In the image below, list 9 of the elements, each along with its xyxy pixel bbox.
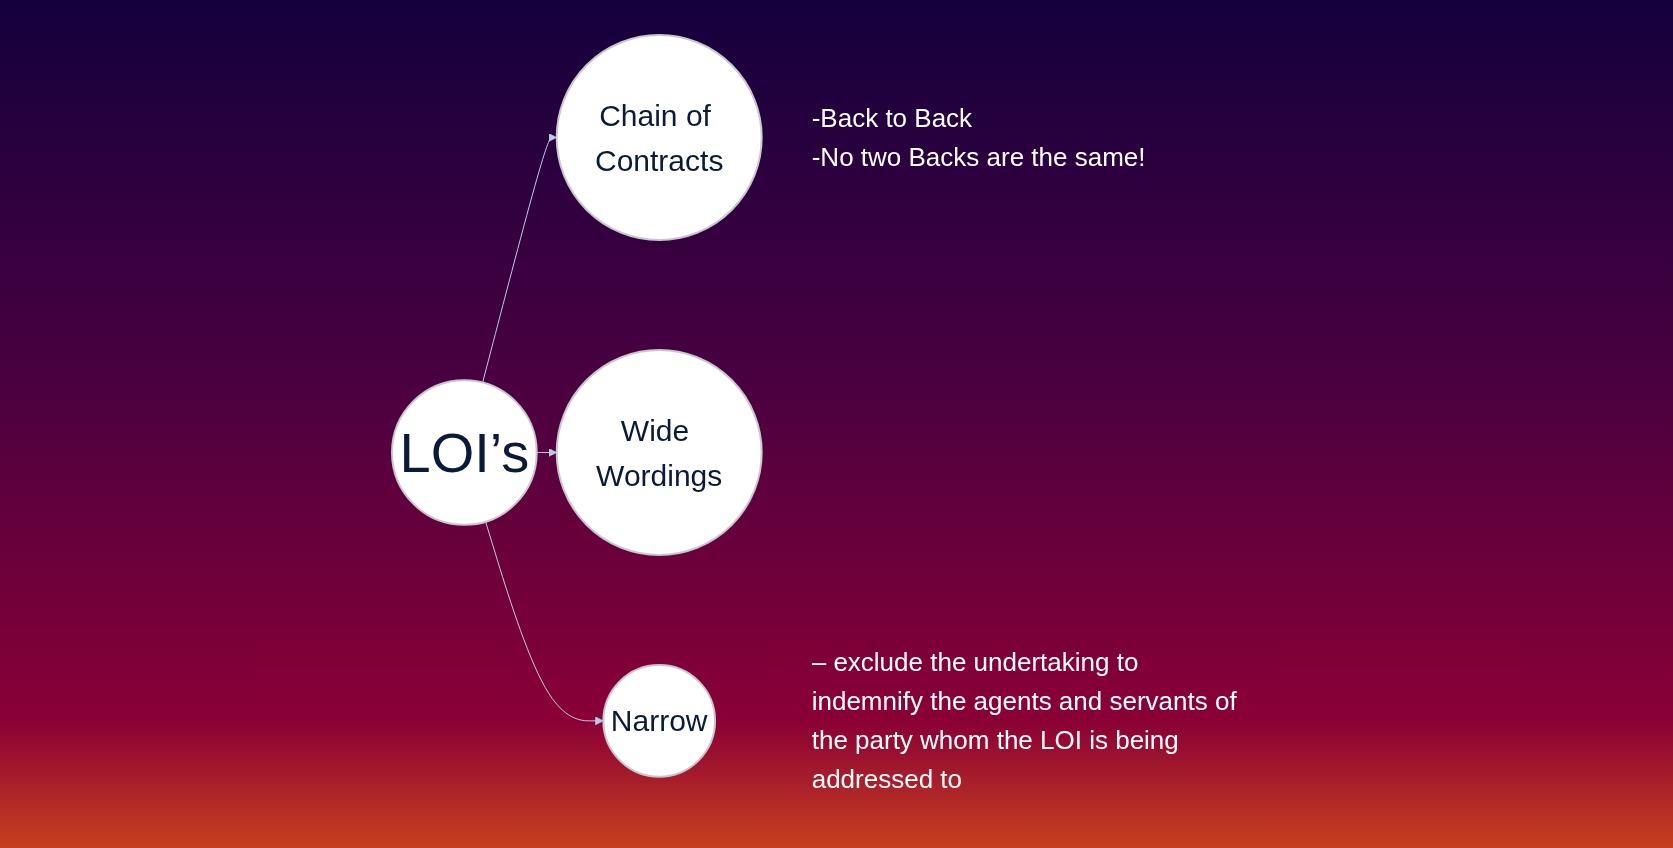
arrow: [481, 132, 557, 383]
node-label: – exclude the undertaking to indemnify the agents and servants of the party whom the LOI is being addressed to: [811, 646, 1237, 794]
arrow: [484, 520, 604, 725]
node-circle: Narrow: [602, 663, 716, 778]
node-label: -No two Backs are the same!: [811, 141, 1146, 172]
node-circle: LOI’s: [390, 378, 538, 526]
node-label: -Back to Back: [811, 102, 972, 133]
node-circle: Wide Wordings: [555, 348, 763, 556]
node-circle: Chain of Contracts: [555, 33, 763, 241]
